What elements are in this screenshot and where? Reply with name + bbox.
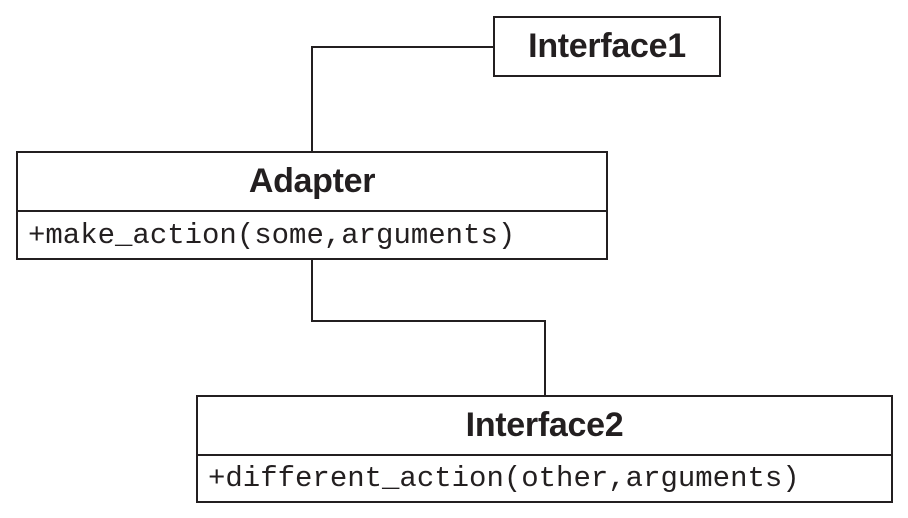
class-divider xyxy=(18,210,606,212)
method-make-action: +make_action(some,arguments) xyxy=(28,218,516,252)
class-name-interface1: Interface1 xyxy=(528,27,686,65)
class-box-interface2: Interface2 +different_action(other,argum… xyxy=(196,395,893,503)
connector-adapter-interface2 xyxy=(311,260,546,395)
class-divider xyxy=(198,454,891,456)
class-box-adapter: Adapter +make_action(some,arguments) xyxy=(16,151,608,260)
method-different-action: +different_action(other,arguments) xyxy=(208,462,800,495)
class-name-interface2: Interface2 xyxy=(465,406,624,444)
connector-adapter-interface1 xyxy=(311,46,493,151)
class-name-adapter: Adapter xyxy=(248,162,376,200)
class-box-interface1: Interface1 xyxy=(493,16,721,77)
